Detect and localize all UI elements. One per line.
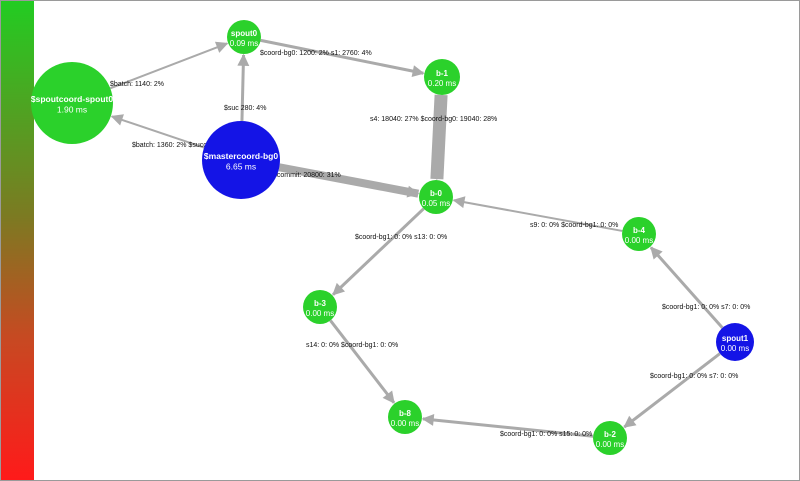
node-name-b2: b-2 xyxy=(604,430,617,439)
node-b1[interactable]: b-10.20 ms xyxy=(424,59,460,95)
node-latency-spoutcoord: 1.90 ms xyxy=(57,105,87,115)
node-latency-spout0: 0.09 ms xyxy=(230,39,258,48)
node-b0[interactable]: b-00.05 ms xyxy=(419,180,453,214)
node-circle-b1[interactable] xyxy=(424,59,460,95)
edge-label-spoutcoord-to-spout0: $batch: 1140: 2% xyxy=(110,81,164,88)
node-circle-spout0[interactable] xyxy=(227,20,261,54)
edge-label-b1-to-b0: s4: 18040: 27% $coord-bg0: 19040: 28% xyxy=(370,116,497,123)
node-latency-b8: 0.00 ms xyxy=(391,419,419,428)
node-latency-b1: 0.20 ms xyxy=(428,79,456,88)
edge-label-b2-to-b8: $coord-bg1: 0: 0% s15: 0: 0% xyxy=(500,431,592,438)
node-name-spout0: spout0 xyxy=(231,29,258,38)
edge-labels-layer: $batch: 1140: 2% $batch: 1360: 2% $succes… xyxy=(110,50,750,438)
edge-label-mastercoord-to-spout0: $suc 280: 4% xyxy=(224,105,266,112)
node-latency-spout1: 0.00 ms xyxy=(721,344,749,353)
edge-spout1-to-b2[interactable] xyxy=(623,352,721,429)
node-name-b3: b-3 xyxy=(314,299,327,308)
node-b3[interactable]: b-30.00 ms xyxy=(303,290,337,324)
node-name-b4: b-4 xyxy=(633,226,646,235)
edge-label-b0-to-b3: $coord-bg1: 0: 0% s13: 0: 0% xyxy=(355,234,447,241)
edge-label-mastercoord-to-b0: $commit: 20800: 31% xyxy=(273,172,341,179)
node-b4[interactable]: b-40.00 ms xyxy=(622,217,656,251)
latency-color-legend xyxy=(1,1,34,480)
edge-b2-to-b8[interactable] xyxy=(421,413,594,438)
edge-label-b4-to-b0: s9: 0: 0% $coord-bg1: 0: 0% xyxy=(530,222,618,229)
node-latency-b4: 0.00 ms xyxy=(625,236,653,245)
node-latency-b3: 0.00 ms xyxy=(306,309,334,318)
node-b8[interactable]: b-80.00 ms xyxy=(388,400,422,434)
edge-spout1-to-b4[interactable] xyxy=(649,246,724,329)
edge-mastercoord-to-b0[interactable] xyxy=(278,163,420,198)
edge-label-mastercoord-to-spoutcoord: $batch: 1360: 2% $succes xyxy=(132,142,215,149)
edge-mastercoord-to-spout0[interactable] xyxy=(237,53,250,122)
edges-layer xyxy=(109,38,724,438)
edge-spout0-to-b1[interactable] xyxy=(260,38,425,77)
node-circle-b3[interactable] xyxy=(303,290,337,324)
node-latency-b2: 0.00 ms xyxy=(596,440,624,449)
node-b2[interactable]: b-20.00 ms xyxy=(593,421,627,455)
node-circle-mastercoord[interactable] xyxy=(202,121,280,199)
node-name-spout1: spout1 xyxy=(722,334,749,343)
node-circle-spoutcoord[interactable] xyxy=(31,62,113,144)
edge-label-spout1-to-b4: $coord-bg1: 0: 0% s7: 0: 0% xyxy=(662,304,750,311)
node-circle-b8[interactable] xyxy=(388,400,422,434)
node-latency-mastercoord: 6.65 ms xyxy=(226,162,256,172)
edge-b1-to-b0[interactable] xyxy=(430,94,448,181)
node-circle-b2[interactable] xyxy=(593,421,627,455)
node-circle-b0[interactable] xyxy=(419,180,453,214)
edge-label-b3-to-b8: s14: 0: 0% $coord-bg1: 0: 0% xyxy=(306,342,398,349)
node-name-b8: b-8 xyxy=(399,409,412,418)
node-name-b0: b-0 xyxy=(430,189,443,198)
edge-mastercoord-to-spoutcoord[interactable] xyxy=(110,114,205,149)
node-circle-b4[interactable] xyxy=(622,217,656,251)
node-name-mastercoord: $mastercoord-bg0 xyxy=(204,151,278,161)
node-latency-b0: 0.05 ms xyxy=(422,199,450,208)
node-circle-spout1[interactable] xyxy=(716,323,754,361)
edge-label-spout0-to-b1: $coord-bg0: 1200: 2% s1: 2760: 4% xyxy=(260,50,372,57)
edge-b4-to-b0[interactable] xyxy=(452,196,623,232)
edge-b3-to-b8[interactable] xyxy=(329,319,396,404)
edge-spoutcoord-to-spout0[interactable] xyxy=(109,41,229,90)
edge-label-spout1-to-b2: $coord-bg1: 0: 0% s7: 0: 0% xyxy=(650,373,738,380)
edge-b0-to-b3[interactable] xyxy=(332,207,425,296)
node-name-spoutcoord: $spoutcoord-spout0 xyxy=(31,94,113,104)
node-name-b1: b-1 xyxy=(436,69,449,78)
